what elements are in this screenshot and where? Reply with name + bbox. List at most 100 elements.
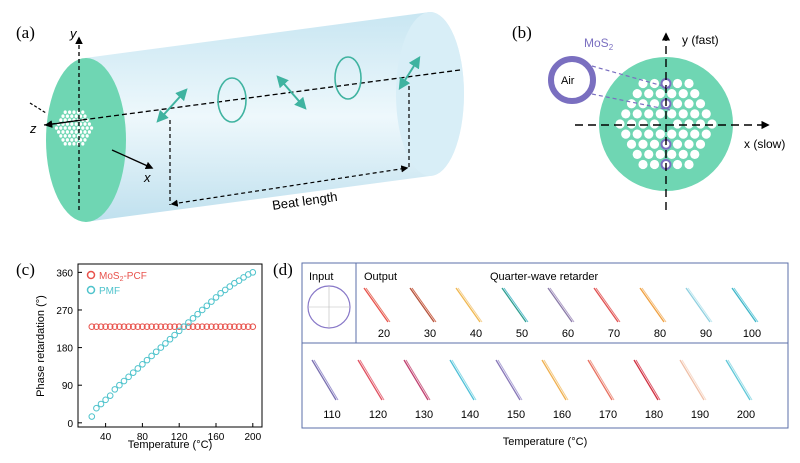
mos2-data-point	[221, 323, 229, 330]
front-air-hole	[74, 114, 78, 118]
air-hole	[672, 139, 683, 149]
axis-z-arrow	[44, 119, 83, 129]
legend-marker-pmf	[86, 285, 96, 295]
air-hole	[644, 109, 654, 119]
pmf-data-point	[185, 319, 192, 326]
air-hole	[621, 129, 631, 139]
mos2-data-point	[134, 323, 142, 330]
slow-axis-label: x (slow)	[744, 137, 785, 151]
air-hole	[649, 159, 660, 170]
air-hole	[644, 149, 654, 159]
pmf-data-point	[217, 289, 224, 297]
air-hole	[684, 78, 694, 89]
front-air-hole	[79, 122, 83, 126]
pmf-data-point	[208, 298, 215, 305]
mos2-data-point	[235, 323, 243, 330]
propagation-axis	[43, 69, 461, 126]
front-air-hole	[63, 118, 67, 122]
retarder-output-trace	[547, 287, 573, 323]
panel-c-label: (c)	[16, 260, 35, 279]
front-air-hole	[90, 126, 94, 130]
axis-z-tail	[29, 102, 47, 114]
mos2-data-point	[148, 323, 155, 330]
retarder-output-trace	[457, 287, 483, 323]
input-label: Input	[309, 271, 333, 283]
mos2-data-point	[116, 323, 123, 330]
mos2-label-sub: 2	[609, 43, 614, 52]
mos2-data-point	[120, 323, 128, 330]
panel-b: (b) y (fast) x (slow) Air MoS2	[512, 23, 785, 210]
front-air-hole	[85, 134, 89, 138]
air-hole	[690, 89, 700, 99]
air-hole	[649, 139, 660, 149]
retarder-output-trace	[497, 359, 523, 401]
front-air-hole	[72, 110, 76, 114]
air-hole	[638, 159, 648, 170]
air-hole	[632, 149, 642, 159]
retarder-output-trace	[365, 287, 391, 323]
quarter-wave-title: Quarter-wave retarder	[490, 271, 599, 283]
fiber-end-face	[396, 12, 464, 176]
front-air-hole	[61, 130, 65, 134]
air-hole	[672, 78, 683, 89]
front-air-hole	[57, 130, 61, 134]
mos2-data-point	[226, 323, 234, 330]
retarder-output-trace	[685, 287, 711, 323]
retarder-output-trace	[725, 359, 751, 401]
air-hole	[667, 89, 677, 99]
mos2-data-point	[125, 323, 132, 330]
retarder-output-trace	[495, 359, 521, 401]
front-air-hole	[70, 138, 74, 142]
cross-section-air-holes	[615, 78, 717, 170]
panel-a-label: (a)	[16, 23, 35, 42]
mos2-data-point	[208, 323, 215, 330]
mos2-data-point	[249, 323, 257, 330]
air-hole	[678, 129, 688, 139]
air-hole	[644, 89, 654, 99]
callout-line-bottom	[591, 93, 671, 111]
linear-polarization-1	[156, 88, 188, 123]
retarder-output-trace	[451, 359, 477, 401]
pmf-data-point	[212, 294, 220, 301]
legend-mos2-sub: 2	[120, 276, 124, 283]
air-hole	[667, 129, 677, 139]
legend-label-mos2: MoS2-PCF	[99, 271, 147, 283]
retarder-temp-label: 90	[700, 328, 712, 340]
pmf-data-point	[129, 369, 137, 376]
mos2-data-point	[157, 323, 165, 330]
mos2-data-point	[166, 323, 174, 330]
air-hole	[655, 149, 665, 159]
y-tick-label: 180	[56, 344, 73, 355]
air-hole	[626, 119, 637, 129]
pmf-data-point	[152, 348, 160, 356]
front-air-hole	[79, 114, 83, 118]
mos2-data-point	[203, 323, 211, 330]
pmf-data-point	[198, 306, 206, 314]
air-hole	[632, 89, 642, 99]
retarder-temp-label: 110	[323, 409, 341, 421]
legend-mos2-tail: -PCF	[123, 271, 146, 282]
retarder-temp-label: 200	[737, 409, 755, 421]
air-hole	[690, 149, 700, 159]
retarder-temp-label: 60	[562, 328, 574, 340]
pmf-data-point	[143, 356, 151, 364]
retarder-output-trace	[687, 287, 713, 323]
front-air-hole	[68, 142, 72, 146]
retarder-temp-label: 130	[415, 409, 433, 421]
y-tick-label: 360	[56, 268, 73, 279]
front-air-hole	[81, 142, 85, 146]
air-hole	[667, 109, 677, 119]
retarder-temp-label: 140	[461, 409, 479, 421]
air-hole	[695, 119, 706, 129]
retarder-temp-label: 70	[608, 328, 620, 340]
air-hole	[655, 109, 665, 119]
air-hole	[644, 129, 654, 139]
air-hole	[649, 99, 660, 109]
pmf-data-point	[162, 340, 169, 347]
air-hole	[672, 119, 683, 129]
retarder-temp-label: 80	[654, 328, 666, 340]
retarder-temp-label: 50	[516, 328, 528, 340]
